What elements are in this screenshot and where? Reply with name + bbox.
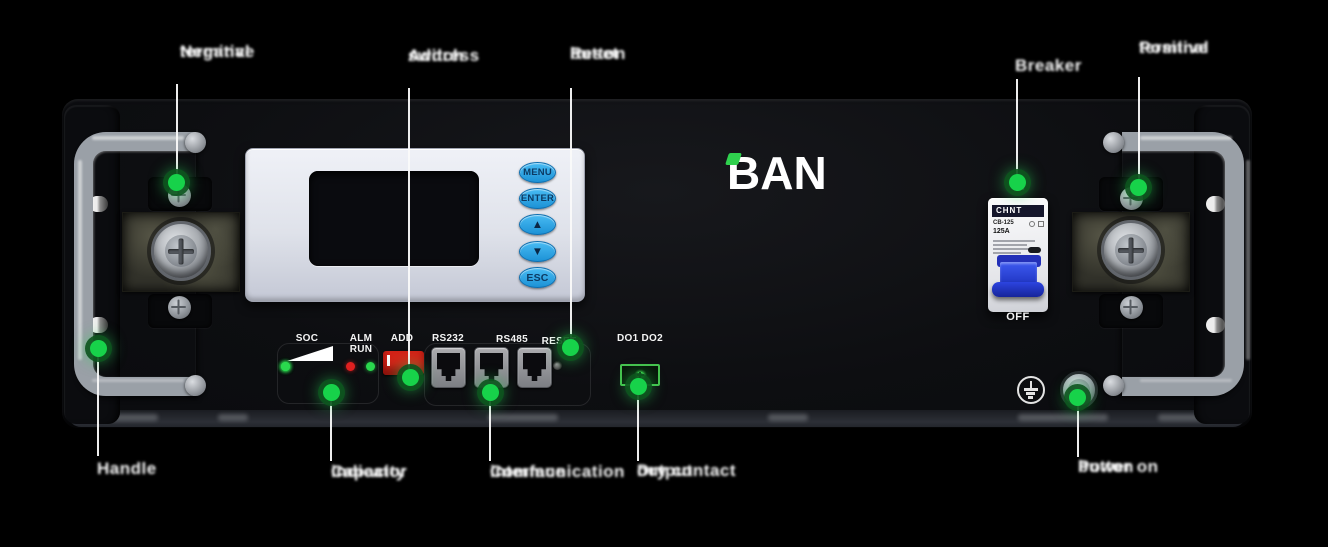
callout-line	[408, 88, 410, 369]
up-arrow-button[interactable]: ▲	[519, 214, 556, 235]
enter-button[interactable]: ENTER	[519, 188, 556, 209]
lcd-screen	[309, 171, 479, 266]
rs485-port-1[interactable]	[474, 347, 509, 388]
breaker-model: CB-125	[993, 220, 1014, 226]
chassis-bottom-bevel	[68, 410, 1246, 427]
callout-line	[1077, 405, 1079, 457]
down-arrow-button[interactable]: ▼	[519, 241, 556, 262]
mounting-slot	[89, 196, 108, 212]
run-led	[366, 362, 375, 371]
handle-end-cap	[1103, 375, 1124, 396]
breaker-rating: 125A	[993, 228, 1010, 235]
handle-end-cap	[1103, 132, 1124, 153]
callout-marker	[562, 339, 579, 356]
terminal-screw	[168, 296, 191, 319]
mounting-slot	[1206, 317, 1225, 333]
rs485-port-2[interactable]	[517, 347, 552, 388]
callout-marker	[630, 378, 647, 395]
certification-mark-icon	[1038, 221, 1044, 227]
callout-marker	[323, 384, 340, 401]
terminal-bolt-negative	[151, 221, 211, 281]
ground-symbol-icon	[1017, 376, 1045, 404]
do1-do2-label: DO1 DO2	[616, 333, 663, 344]
rs232-label: RS232	[431, 333, 465, 344]
callout-marker	[402, 369, 419, 386]
rj-jack-icon	[480, 353, 503, 381]
callout-line	[330, 399, 332, 461]
rs232-port[interactable]	[431, 347, 466, 388]
mounting-slot	[1206, 196, 1225, 212]
breaker-brand: CHNT	[992, 205, 1044, 217]
alarm-led	[346, 362, 355, 371]
callout-marker	[90, 340, 107, 357]
terminal-screw	[1120, 296, 1143, 319]
callout-line	[176, 84, 178, 174]
alm-run-label: ALM RUN	[349, 333, 373, 355]
callout-marker	[482, 384, 499, 401]
terminal-bolt-positive	[1101, 220, 1161, 280]
soc-wedge-icon	[287, 346, 333, 361]
callout-line	[489, 399, 491, 461]
rj-jack-icon	[523, 353, 546, 381]
reset-button[interactable]	[553, 361, 562, 370]
certification-mark-icon	[1029, 221, 1035, 227]
circuit-breaker: CHNT CB-125 125A	[988, 198, 1048, 312]
breaker-toggle-handle[interactable]	[992, 282, 1044, 297]
esc-button[interactable]: ESC	[519, 267, 556, 288]
soc-label: SOC	[295, 333, 319, 344]
rj-jack-icon	[437, 353, 460, 381]
reset-label: RESET	[541, 336, 577, 347]
breaker-off-label: OFF	[1006, 311, 1030, 323]
callout-line	[97, 355, 99, 456]
mounting-slot	[89, 317, 108, 333]
callout-line	[1016, 79, 1018, 175]
callout-marker	[168, 174, 185, 191]
callout-marker	[1069, 389, 1086, 406]
callout-line	[570, 88, 572, 339]
ports-group-outline	[424, 343, 591, 406]
handle-end-cap	[185, 132, 206, 153]
handle-end-cap	[185, 375, 206, 396]
callout-marker	[1130, 179, 1147, 196]
breaker-toggle[interactable]	[1000, 262, 1037, 284]
soc-group-outline	[277, 343, 379, 404]
rs485-label: RS485	[495, 334, 529, 345]
menu-button[interactable]: MENU	[519, 162, 556, 183]
add-label: ADD	[390, 333, 414, 344]
callout-line	[637, 393, 639, 461]
callout-marker	[1009, 174, 1026, 191]
callout-line	[1138, 77, 1140, 179]
logo-ban: BAN	[727, 147, 827, 199]
breaker-status-window	[1028, 247, 1041, 253]
